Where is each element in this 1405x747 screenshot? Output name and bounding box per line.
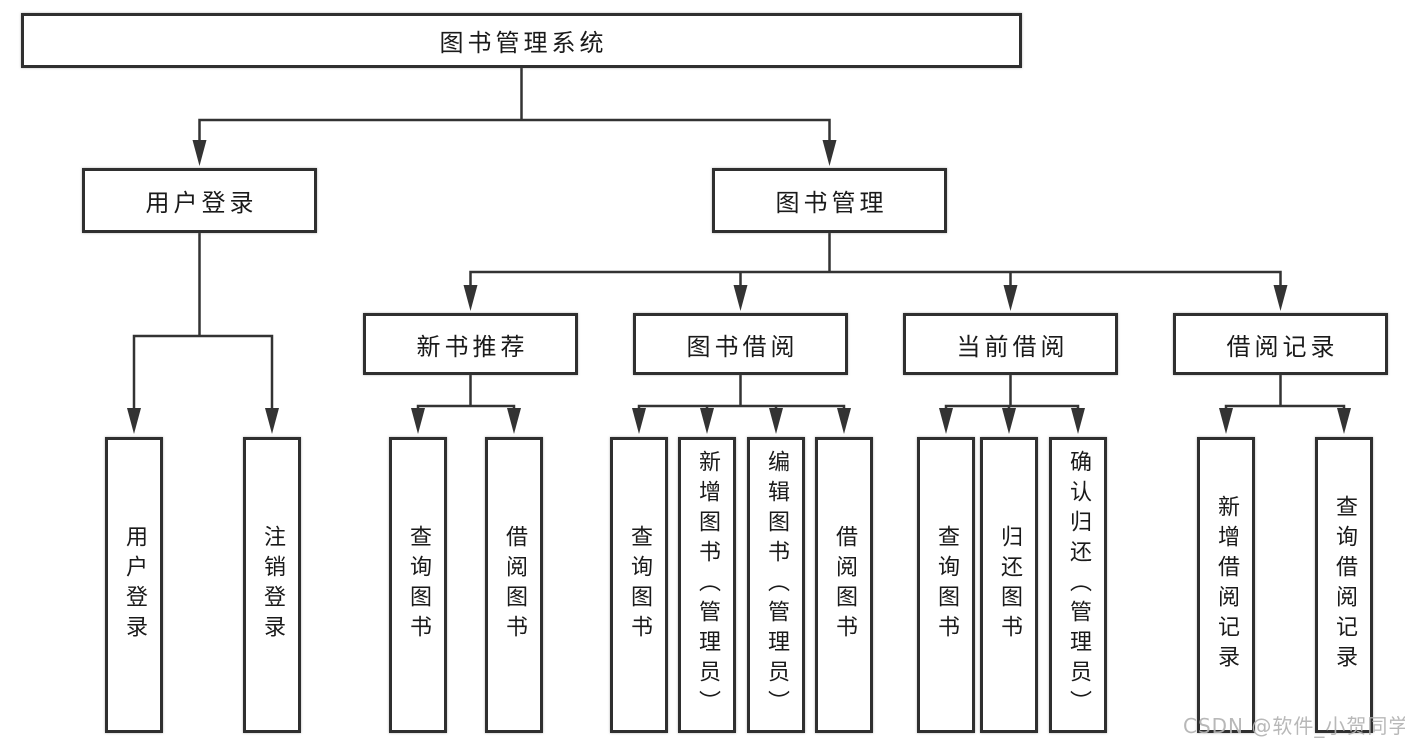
leaf-query-books-borrowing: 查询图书	[610, 437, 668, 733]
leaf-user-login: 用户登录	[105, 437, 163, 733]
leaf-confirm-return-admin: 确认归还（管理员）	[1049, 437, 1107, 733]
node-user-login: 用户登录	[82, 168, 317, 233]
leaf-query-books-recommend: 查询图书	[389, 437, 447, 733]
leaf-borrow-books: 借阅图书	[815, 437, 873, 733]
leaf-add-books-admin: 新增图书（管理员）	[678, 437, 736, 733]
leaf-return-books: 归还图书	[980, 437, 1038, 733]
leaf-query-borrowing-record: 查询借阅记录	[1315, 437, 1373, 733]
node-current-borrowing: 当前借阅	[903, 313, 1118, 375]
leaf-edit-books-admin: 编辑图书（管理员）	[747, 437, 805, 733]
leaf-logout-login: 注销登录	[243, 437, 301, 733]
leaf-borrow-books-recommend: 借阅图书	[485, 437, 543, 733]
node-borrowing-records: 借阅记录	[1173, 313, 1388, 375]
node-book-management: 图书管理	[712, 168, 947, 233]
node-new-book-recommendation: 新书推荐	[363, 313, 578, 375]
node-book-borrowing: 图书借阅	[633, 313, 848, 375]
leaf-add-borrowing-record: 新增借阅记录	[1197, 437, 1255, 733]
leaf-query-books-current: 查询图书	[917, 437, 975, 733]
node-library-management-system: 图书管理系统	[21, 13, 1022, 68]
csdn-watermark: CSDN @软件_小贺同学	[1183, 714, 1405, 738]
